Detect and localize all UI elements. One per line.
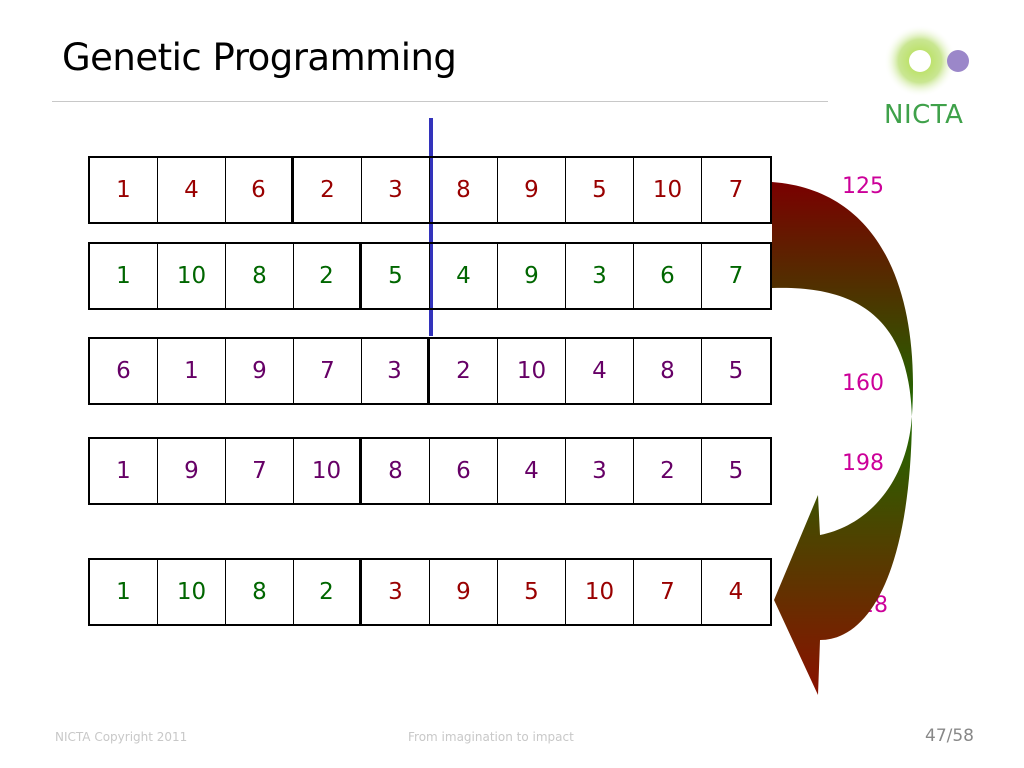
score-label: 125	[842, 174, 884, 199]
gene-cell: 10	[634, 158, 702, 222]
gene-cell: 3	[362, 339, 430, 403]
gene-cell: 2	[294, 560, 362, 624]
gene-cell: 8	[430, 158, 498, 222]
gene-cell: 2	[430, 339, 498, 403]
gene-cell: 1	[90, 158, 158, 222]
gene-cell: 5	[728, 458, 744, 484]
gene-cell: 9	[430, 560, 498, 624]
gene-cell: 2	[634, 439, 702, 503]
gene-cell: 4	[498, 439, 566, 503]
gene-cell: 6	[430, 439, 498, 503]
gene-cell: 5	[566, 158, 634, 222]
gene-cell: 5	[728, 358, 744, 384]
gene-cell: 9	[498, 158, 566, 222]
gene-cell: 7	[728, 177, 744, 203]
page-number: 47/58	[925, 726, 974, 746]
gene-cell: 1	[90, 244, 158, 308]
gene-cell: 8	[226, 560, 294, 624]
gene-cell: 1	[90, 560, 158, 624]
gene-cell: 8	[226, 244, 294, 308]
footer-tagline: From imagination to impact	[408, 730, 574, 744]
gene-cell: 10	[566, 560, 634, 624]
gene-cell: 9	[158, 439, 226, 503]
gene-cell: 6	[90, 339, 158, 403]
gene-cell: 7	[728, 263, 744, 289]
gene-cell: 1	[158, 339, 226, 403]
gene-cell: 10	[158, 244, 226, 308]
gene-cell: 4	[158, 158, 226, 222]
gene-cell: 4	[728, 579, 744, 605]
gene-cell: 3	[566, 439, 634, 503]
gene-cell: 10	[158, 560, 226, 624]
gene-cell: 7	[294, 339, 362, 403]
gene-cell: 2	[294, 244, 362, 308]
nicta-logo-text: NICTA	[884, 100, 964, 130]
gene-cell: 5	[498, 560, 566, 624]
gene-cell: 8	[634, 339, 702, 403]
curved-arrow-icon	[772, 182, 913, 695]
gene-cell: 6	[634, 244, 702, 308]
gene-cell: 9	[498, 244, 566, 308]
gene-cell: 3	[566, 244, 634, 308]
gene-cell: 5	[362, 244, 430, 308]
footer-copyright: NICTA Copyright 2011	[55, 730, 188, 744]
chromosome-row-3: 6 1 9 7 3 2 10 4 8 5	[88, 337, 772, 405]
slide-title: Genetic Programming	[62, 36, 457, 79]
crossover-cut-line	[429, 118, 433, 336]
chromosome-row-2: 1 10 8 2 5 4 9 3 6 7	[88, 242, 772, 310]
gene-cell: 2	[294, 158, 362, 222]
gene-cell: 10	[294, 439, 362, 503]
gene-cell: 8	[362, 439, 430, 503]
gene-cell: 9	[226, 339, 294, 403]
score-label: 160	[842, 371, 884, 396]
gene-cell: 7	[634, 560, 702, 624]
gene-cell: 10	[498, 339, 566, 403]
gene-cell: 4	[430, 244, 498, 308]
gene-cell: 7	[226, 439, 294, 503]
gene-cell: 4	[566, 339, 634, 403]
gene-cell: 1	[90, 439, 158, 503]
title-divider	[52, 101, 828, 102]
chromosome-row-1: 1 4 6 2 3 8 9 5 10 7	[88, 156, 772, 224]
chromosome-row-5: 1 10 8 2 3 9 5 10 7 4	[88, 558, 772, 626]
gene-cell: 6	[226, 158, 294, 222]
gene-cell: 3	[362, 560, 430, 624]
gene-cell: 3	[362, 158, 430, 222]
nicta-logo-icon	[884, 25, 969, 97]
chromosome-row-4: 1 9 7 10 8 6 4 3 2 5	[88, 437, 772, 505]
score-label: 198	[842, 451, 884, 476]
